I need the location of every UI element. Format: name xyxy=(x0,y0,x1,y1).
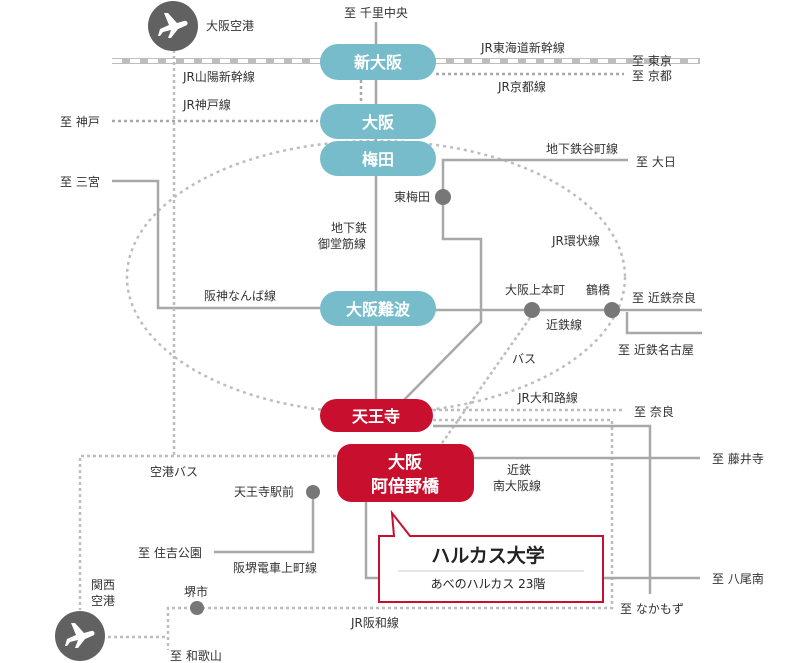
line-airport-bus-kansai xyxy=(78,454,336,610)
station-label-abeno-2: 阿倍野橋 xyxy=(371,476,440,497)
label-jr-loop: JR環状線 xyxy=(551,233,600,248)
station-tennoji[interactable]: 天王寺 xyxy=(320,399,433,432)
label-to-fujiidera: 至 藤井寺 xyxy=(712,452,764,466)
line-kintetsu-nagoya xyxy=(625,312,702,335)
station-shin-osaka[interactable]: 新大阪 xyxy=(320,44,436,80)
station-namba[interactable]: 大阪難波 xyxy=(320,291,436,326)
station-label-namba: 大阪難波 xyxy=(346,300,411,319)
label-uehonmachi: 大阪上本町 xyxy=(505,283,565,297)
station-dot-uehonmachi[interactable] xyxy=(524,302,540,318)
label-midosuji-1: 地下鉄 xyxy=(331,220,367,235)
line-hanshin-namba xyxy=(112,179,320,310)
station-dots xyxy=(190,189,620,615)
label-kintetsu-minami-1: 近鉄 xyxy=(507,462,531,477)
label-to-nara: 至 奈良 xyxy=(634,404,674,419)
line-bus xyxy=(438,317,532,447)
campus-callout-box xyxy=(378,509,604,603)
label-to-kyoto: 至 京都 xyxy=(632,69,672,83)
label-tsuruhashi: 鶴橋 xyxy=(586,282,610,297)
label-jr-tokaido: JR東海道新幹線 xyxy=(480,40,565,55)
label-to-sumiyoshi: 至 住吉公園 xyxy=(138,546,202,560)
station-abeno[interactable]: 大阪 阿倍野橋 xyxy=(337,444,474,502)
label-jr-hanwa: JR阪和線 xyxy=(350,615,399,630)
label-kintetsu-line: 近鉄線 xyxy=(546,317,582,332)
label-airport-bus: 空港バス xyxy=(150,465,198,479)
label-to-kintetsu-nara: 至 近鉄奈良 xyxy=(632,290,696,305)
station-label-abeno-1: 大阪 xyxy=(388,452,422,473)
label-higashi-umeda: 東梅田 xyxy=(394,189,430,204)
station-umeda[interactable]: 梅田 xyxy=(320,141,436,176)
major-stations: 新大阪 大阪 梅田 大阪難波 天王寺 大阪 阿倍野橋 xyxy=(320,44,474,502)
campus-title: ハルカス大学 xyxy=(431,544,544,567)
label-to-senri: 至 千里中央 xyxy=(344,5,408,20)
station-label-umeda: 梅田 xyxy=(362,150,394,169)
line-hankai xyxy=(214,492,315,554)
label-tennoji-ekimae: 天王寺駅前 xyxy=(234,484,294,499)
line-tanimachi xyxy=(401,158,628,403)
label-tanimachi: 地下鉄谷町線 xyxy=(546,141,618,156)
label-kansai-airport-1: 関西 xyxy=(91,578,115,592)
label-kansai-airport-2: 空港 xyxy=(91,594,115,608)
label-to-sannomiya: 至 三宮 xyxy=(60,174,100,189)
label-osaka-airport: 大阪空港 xyxy=(206,19,254,33)
airplane-icon xyxy=(55,611,105,661)
station-osaka[interactable]: 大阪 xyxy=(320,104,436,139)
label-to-nakamozu: 至 なかもず xyxy=(620,602,684,616)
label-jr-sanyo: JR山陽新幹線 xyxy=(182,69,255,84)
station-label-osaka: 大阪 xyxy=(362,113,395,132)
station-dot-tennoji-ekimae[interactable] xyxy=(306,485,320,499)
label-bus: バス xyxy=(512,352,536,366)
label-jr-kyoto: JR京都線 xyxy=(497,79,546,94)
label-to-wakayama: 至 和歌山 xyxy=(170,648,222,663)
station-dot-higashi-umeda[interactable] xyxy=(435,189,451,205)
campus-callout[interactable]: ハルカス大学 あべのハルカス 23階 xyxy=(378,509,604,603)
label-to-dainichi: 至 大日 xyxy=(636,155,676,169)
label-hankai: 阪堺電車上町線 xyxy=(233,560,317,575)
label-to-kintetsu-nagoya: 至 近鉄名古屋 xyxy=(618,342,694,357)
label-sakai: 堺市 xyxy=(184,584,208,599)
station-dot-tsuruhashi[interactable] xyxy=(604,302,620,318)
label-midosuji-2: 御堂筋線 xyxy=(318,236,366,251)
label-jr-kobe: JR神戸線 xyxy=(182,97,231,112)
line-to-nakamozu xyxy=(433,424,652,594)
label-jr-yamatoji: JR大和路線 xyxy=(517,390,578,405)
airplane-icon xyxy=(148,1,198,51)
station-label-shin-osaka: 新大阪 xyxy=(354,53,403,72)
label-to-tokyo: 至 東京 xyxy=(632,54,672,68)
label-to-yao: 至 八尾南 xyxy=(712,571,764,586)
label-hanshin-namba: 阪神なんば線 xyxy=(204,288,276,303)
station-label-tennoji: 天王寺 xyxy=(352,407,400,426)
campus-subtitle: あべのハルカス 23階 xyxy=(431,576,546,591)
line-jr-hanwa xyxy=(166,418,614,650)
map-labels: 大阪空港 至 千里中央 JR東海道新幹線 至 東京 至 京都 JR山陽新幹線 J… xyxy=(60,5,764,663)
label-kintetsu-minami-2: 南大阪線 xyxy=(493,478,541,493)
station-dot-sakai[interactable] xyxy=(190,601,204,615)
label-to-kobe: 至 神戸 xyxy=(60,115,100,129)
